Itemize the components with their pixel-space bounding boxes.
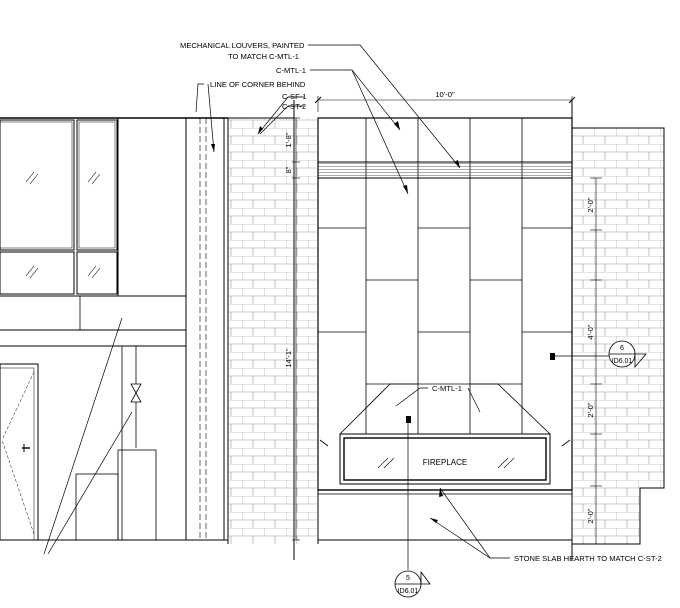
leader-arrows — [211, 121, 460, 523]
dimension-texts: 10'-0" 1'-8" 8" 14'-1" 2'-0" 4'-0" 2'-0"… — [284, 90, 595, 524]
dim-right-1: 2'-0" — [586, 197, 595, 212]
dim-right-4: 2'-0" — [586, 508, 595, 523]
mechanical-louvers — [317, 161, 573, 179]
note-cst2: C-ST-2 — [282, 102, 306, 111]
storefront-area — [0, 117, 228, 541]
note-stone-slab-hearth: STONE SLAB HEARTH TO MATCH C-ST-2 — [514, 554, 662, 563]
brick-infill — [294, 118, 318, 544]
stone-hearth — [317, 489, 572, 544]
brick-pier-left — [227, 100, 295, 560]
section-tag-6-number: 6 — [620, 345, 624, 352]
note-cmtl1-lower: C-MTL-1 — [432, 384, 462, 393]
section-tag-5-number: 5 — [406, 575, 410, 582]
note-line-of-corner: LINE OF CORNER BEHIND — [210, 80, 306, 89]
dim-left-height: 14'-1" — [284, 348, 293, 368]
note-csf1: C-SF-1 — [282, 92, 306, 101]
dim-overall-width: 10'-0" — [435, 90, 455, 99]
brick-pier-right — [571, 100, 665, 560]
dim-left-2: 8" — [284, 166, 293, 173]
section-tag-5: 5 ID6.01 — [394, 570, 431, 598]
note-louvers-line1: MECHANICAL LOUVERS, PAINTED — [180, 41, 305, 50]
dim-right-2: 4'-0" — [586, 324, 595, 339]
dimension-lines — [292, 96, 602, 545]
section-tag-5-sheet: ID6.01 — [398, 588, 419, 595]
fireplace-label: FIREPLACE — [423, 458, 467, 467]
section-tag-6-sheet: ID6.01 — [612, 358, 633, 365]
leader-lines — [43, 44, 610, 570]
dim-left-1: 1'-8" — [284, 132, 293, 147]
fireplace-box — [319, 433, 571, 485]
dim-right-3: 2'-0" — [586, 402, 595, 417]
note-cmtl1-top: C-MTL-1 — [276, 66, 306, 75]
annotations: MECHANICAL LOUVERS, PAINTED TO MATCH C-M… — [180, 41, 662, 563]
note-louvers-line2: TO MATCH C-MTL-1 — [228, 52, 299, 61]
section-marker-6-anchor — [550, 353, 555, 360]
section-marker-5-anchor — [406, 416, 411, 423]
section-tag-6: 6 ID6.01 — [608, 340, 647, 369]
